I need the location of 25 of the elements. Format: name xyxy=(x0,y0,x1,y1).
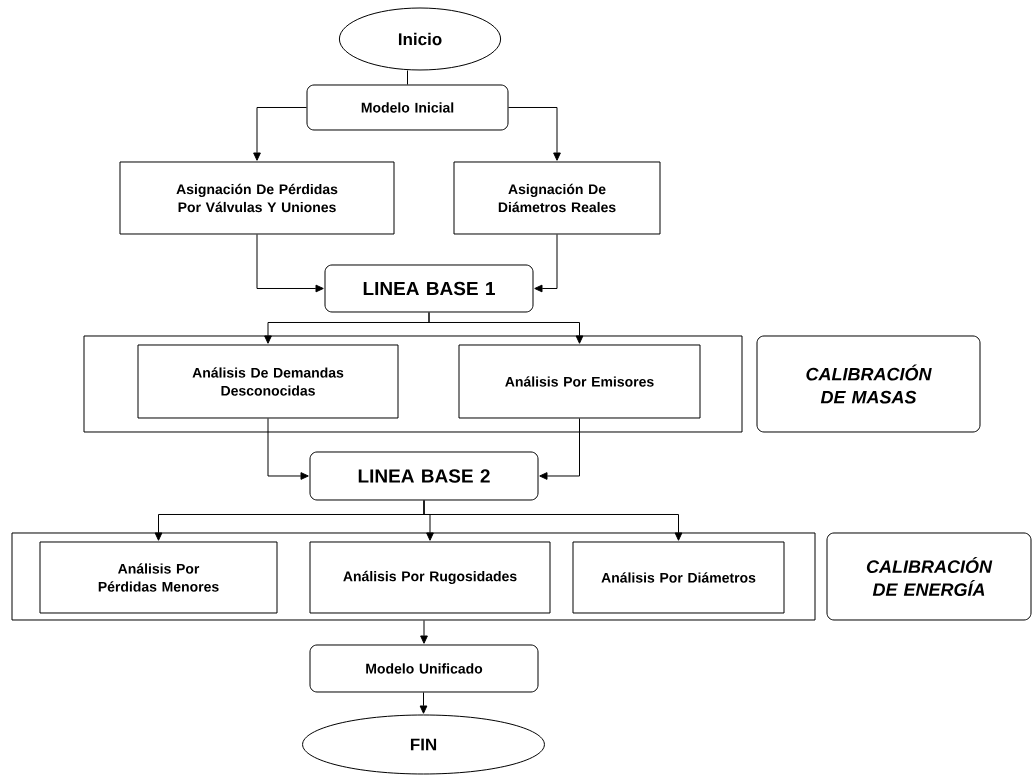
arrow xyxy=(508,107,561,161)
arrow xyxy=(534,234,558,293)
process-box: Asignación De Pérdidas Por Válvulas Y Uniones xyxy=(119,161,395,235)
arrow xyxy=(420,620,428,644)
arrow xyxy=(539,418,580,480)
process-box: Análisis Por Diámetros xyxy=(572,541,785,614)
arrow xyxy=(423,500,683,541)
phase-label-box: CALIBRACIÓN DE MASAS xyxy=(756,335,981,433)
arrow xyxy=(253,107,307,161)
arrow xyxy=(428,312,584,344)
process-box: Análisis Por Rugosidades xyxy=(309,541,551,614)
process-box: Asignación De Diámetros Reales xyxy=(453,161,661,235)
process-box: LINEA BASE 1 xyxy=(324,264,534,313)
process-box: Modelo Inicial xyxy=(306,84,509,131)
phase-label-box: CALIBRACIÓN DE ENERGÍA xyxy=(826,532,1032,621)
process-box: Modelo Unificado xyxy=(309,644,539,693)
group-box xyxy=(11,532,816,621)
arrow xyxy=(256,234,324,293)
process-box: Análisis De Demandas Desconocidas xyxy=(137,344,399,419)
group-box xyxy=(83,335,743,433)
process-box: Análisis Por Pérdidas Menores xyxy=(39,541,278,614)
arrow xyxy=(419,692,428,714)
process-box: LINEA BASE 2 xyxy=(309,451,539,501)
arrow xyxy=(267,418,309,480)
process-box: Análisis Por Emisores xyxy=(458,344,701,419)
